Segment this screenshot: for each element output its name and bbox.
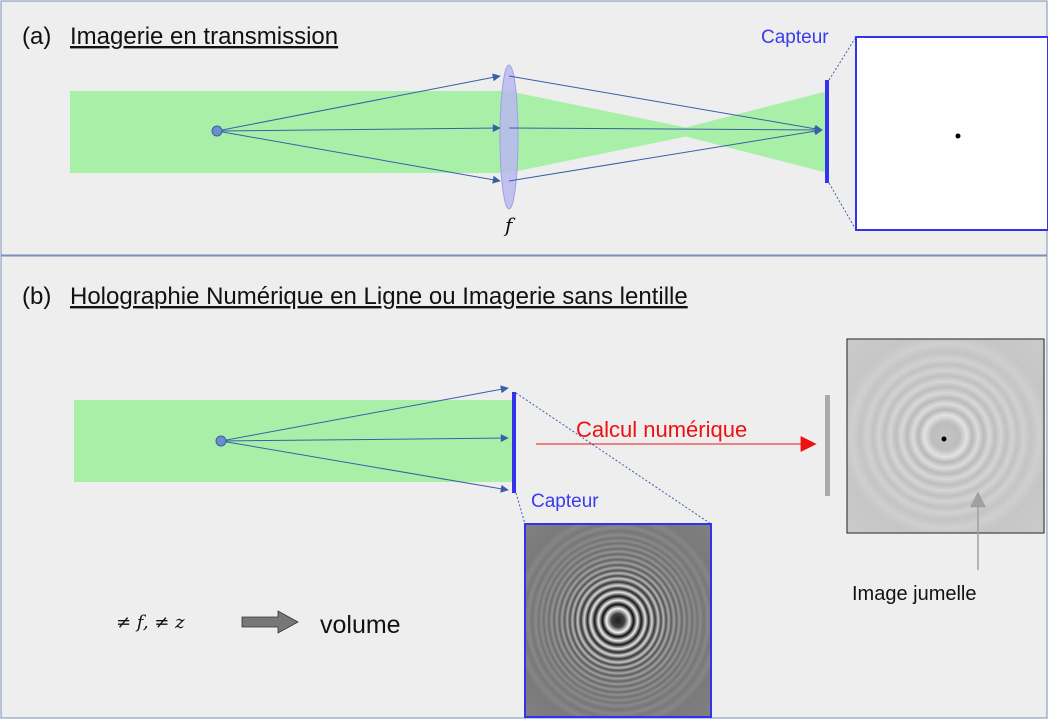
volume-label: volume bbox=[320, 611, 401, 639]
panel-a-ray-bottom-2 bbox=[508, 127, 823, 182]
panel-a-letter: (a) bbox=[22, 23, 51, 50]
panel-a-incident-beam bbox=[70, 91, 508, 173]
panel-b-sensor-label: Capteur bbox=[531, 491, 599, 512]
panel-a-focusing-beam bbox=[508, 91, 708, 173]
panel-a-ray-bottom bbox=[216, 130, 501, 184]
panel-b-ray-top bbox=[220, 385, 509, 442]
panel-b-title: Holographie Numérique en Ligne ou Imager… bbox=[70, 283, 688, 310]
panel-a-diverging-beam bbox=[708, 96, 828, 168]
formula: ≠ f, ≠ z bbox=[116, 612, 185, 633]
panel-a-zoom-line-top bbox=[828, 36, 857, 81]
panel-a-ray-middle-2 bbox=[508, 125, 823, 134]
panel-a-ray-top-2 bbox=[508, 75, 823, 133]
panel-b-zoom-line-bottom bbox=[515, 492, 526, 525]
twin-image-point bbox=[941, 436, 947, 442]
panel-b-ray-middle bbox=[220, 434, 509, 443]
panel-a-image-point bbox=[955, 133, 961, 139]
panel-a-ray-top bbox=[216, 73, 501, 132]
panel-b-point-source bbox=[215, 435, 227, 447]
panel-a-sensor-image bbox=[855, 36, 1048, 231]
panel-a-zoom-line-bottom bbox=[828, 182, 857, 231]
panel-b-letter: (b) bbox=[22, 283, 51, 310]
panel-a-ray-middle bbox=[216, 124, 501, 133]
panel-a-title: Imagerie en transmission bbox=[70, 23, 338, 50]
twin-image bbox=[846, 338, 1045, 534]
hologram-image bbox=[524, 523, 712, 718]
panel-a-point-source bbox=[211, 125, 223, 137]
panel-b-beam bbox=[74, 400, 514, 482]
volume-arrow bbox=[241, 610, 299, 634]
lens bbox=[499, 64, 519, 210]
twin-image-label: Image jumelle bbox=[852, 583, 977, 605]
computation-label: Calcul numérique bbox=[576, 417, 747, 442]
panel-a-sensor-label: Capteur bbox=[761, 27, 829, 48]
panel-b-ray-bottom bbox=[220, 440, 509, 493]
reconstruction-plane bbox=[825, 395, 830, 496]
panel-b-zoom-line-top bbox=[515, 392, 712, 525]
